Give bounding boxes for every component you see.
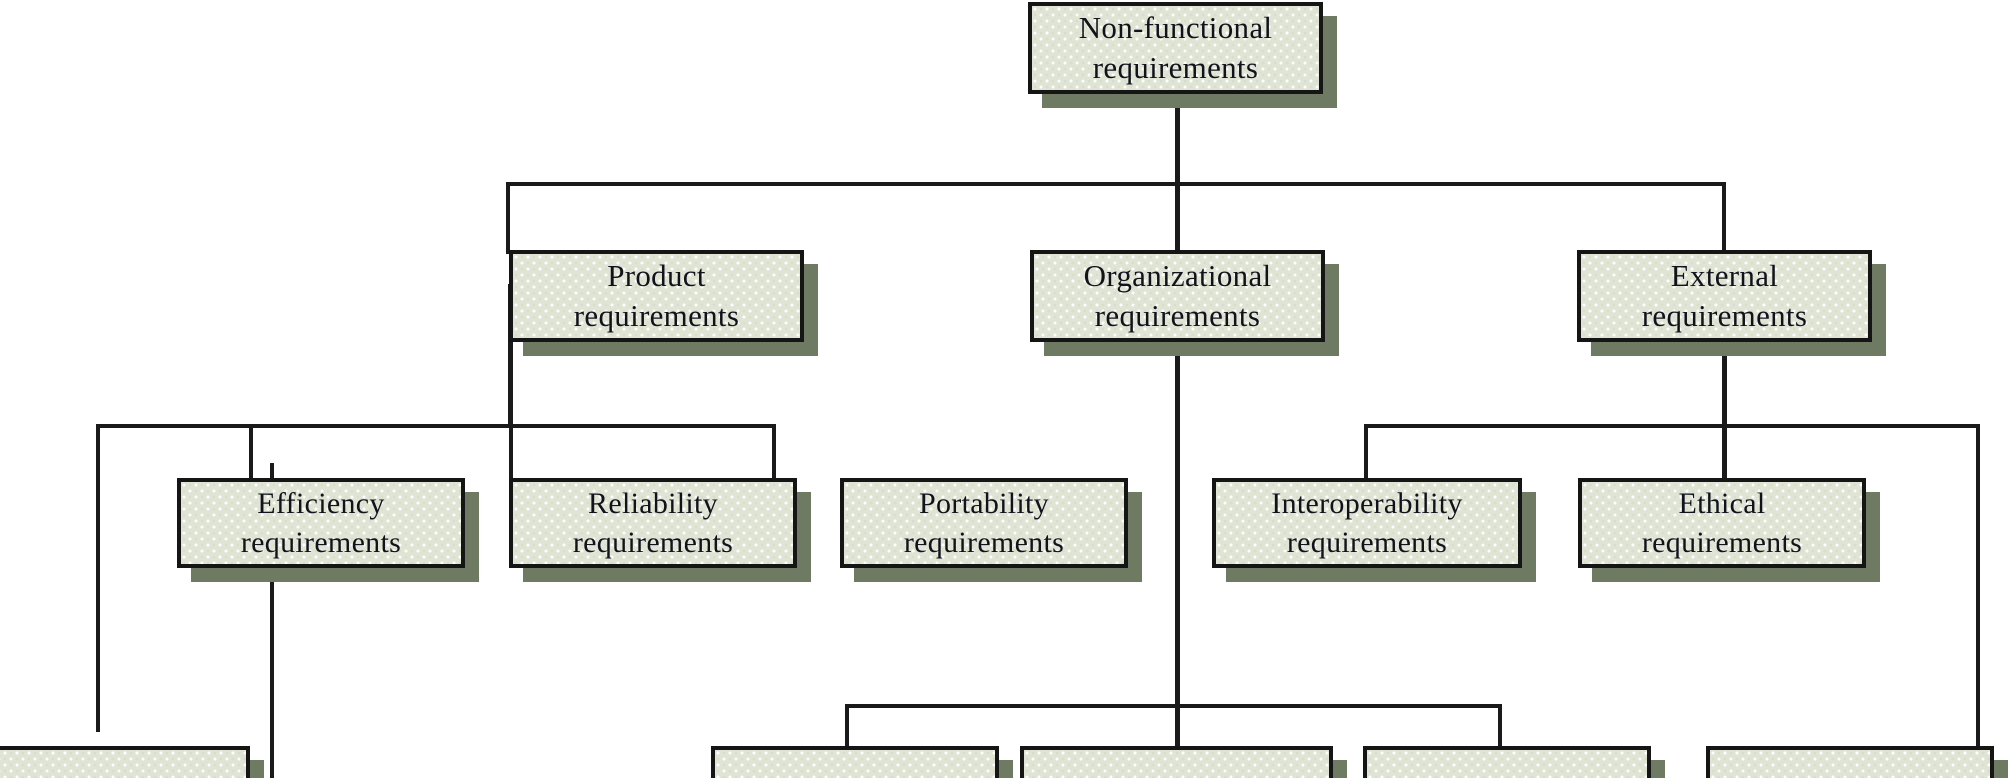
node-label: Portability requirements (903, 487, 1065, 559)
edge-external-down (1722, 284, 1727, 428)
edge-organizational-down (1175, 284, 1180, 708)
edge-product-to-portability (772, 424, 776, 480)
edge-external-to-legislative (1976, 424, 1980, 748)
node-label: Non-functional requirements (1078, 9, 1273, 85)
edge-external-to-ethical (1722, 424, 1727, 480)
node-label: External requirements (1641, 257, 1808, 333)
node-label: Implementation (1073, 772, 1279, 778)
node-implementation[interactable]: Implementation (1020, 746, 1347, 778)
node-interoperability-requirements[interactable]: Interoperability requirements (1212, 478, 1536, 582)
node-label: Efficiency requirements (240, 487, 402, 559)
edge-organizational-to-implementation (1175, 704, 1180, 748)
node-label: Product requirements (573, 257, 740, 333)
edge-organizational-bus (845, 704, 1502, 708)
node-label: Legislative (1776, 772, 1925, 778)
edge-product-to-efficiency (249, 424, 253, 480)
node-label: Delivery (795, 772, 914, 778)
edge-level1-bus (506, 182, 1726, 186)
node-box: Legislative (1706, 746, 1994, 778)
node-reliability-requirements[interactable]: Reliability requirements (509, 478, 811, 582)
edge-organizational-to-standards (1498, 704, 1502, 748)
edge-organizational-to-delivery (845, 704, 849, 748)
edge-product-to-usability (96, 424, 100, 732)
edge-product-bus (96, 424, 776, 428)
node-product-requirements[interactable]: Product requirements (509, 250, 818, 356)
edge-root-down (1175, 96, 1180, 186)
node-legislative[interactable]: Legislative (1706, 746, 2008, 778)
node-box: Efficiency requirements (177, 478, 465, 568)
node-standards[interactable]: Standards (1363, 746, 1665, 778)
node-ethical-requirements[interactable]: Ethical requirements (1578, 478, 1880, 582)
edge-efficiency-down (270, 463, 274, 778)
edge-product-to-reliability (509, 424, 513, 480)
edge-to-product (506, 182, 510, 254)
node-label: Standards (1440, 772, 1573, 778)
node-box: Ethical requirements (1578, 478, 1866, 568)
node-label: Usability (44, 772, 169, 778)
node-box: Usability (0, 746, 250, 778)
node-usability[interactable]: Usability (0, 746, 264, 778)
node-box: Interoperability requirements (1212, 478, 1522, 568)
edge-external-to-interoperability (1364, 424, 1368, 480)
node-label: Interoperability requirements (1271, 487, 1463, 559)
node-efficiency-requirements[interactable]: Efficiency requirements (177, 478, 479, 582)
node-box: Non-functional requirements (1028, 2, 1323, 94)
node-organizational-requirements[interactable]: Organizational requirements (1030, 250, 1339, 356)
edge-product-down (508, 284, 513, 428)
node-external-requirements[interactable]: External requirements (1577, 250, 1886, 356)
node-portability-requirements[interactable]: Portability requirements (840, 478, 1142, 582)
node-box: Standards (1363, 746, 1651, 778)
node-label: Organizational requirements (1083, 257, 1272, 333)
edge-to-external (1722, 182, 1726, 254)
node-box: Delivery (711, 746, 999, 778)
node-label: Ethical requirements (1641, 487, 1803, 559)
node-box: Portability requirements (840, 478, 1128, 568)
node-box: External requirements (1577, 250, 1872, 342)
node-box: Product requirements (509, 250, 804, 342)
node-label: Reliability requirements (572, 487, 734, 559)
node-box: Implementation (1020, 746, 1333, 778)
edge-external-bus (1364, 424, 1980, 428)
node-box: Reliability requirements (509, 478, 797, 568)
node-box: Organizational requirements (1030, 250, 1325, 342)
edge-to-organizational (1175, 182, 1180, 254)
node-delivery[interactable]: Delivery (711, 746, 1013, 778)
node-non-functional-requirements[interactable]: Non-functional requirements (1028, 2, 1337, 108)
